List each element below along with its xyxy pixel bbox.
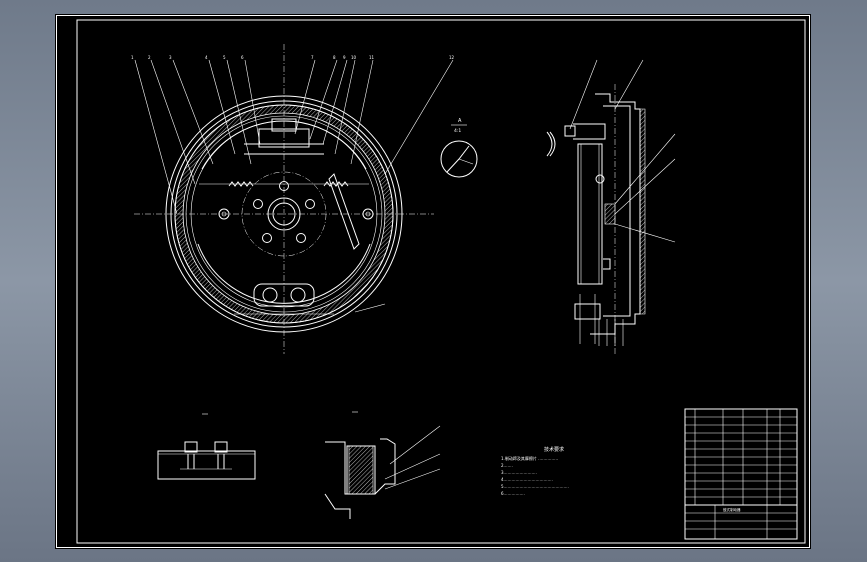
note-line-6: 6.……………: [501, 491, 525, 496]
svg-text:12: 12: [449, 55, 455, 60]
title-block: 鼓式制动器: [685, 505, 797, 539]
svg-text:7: 7: [311, 55, 314, 60]
note-line-2: 2.……: [501, 463, 513, 468]
notes-title: 技术要求: [544, 446, 564, 453]
note-line-1: 1.制动蹄及其摩擦片 ……………: [501, 455, 558, 461]
parts-list: [684, 408, 798, 540]
svg-text:5: 5: [223, 55, 226, 60]
inner-border: [76, 19, 806, 544]
svg-text:8: 8: [333, 55, 336, 60]
svg-text:2: 2: [148, 55, 151, 60]
detail-rivet: [157, 413, 256, 480]
detail-circle: A 4:1: [440, 118, 478, 178]
svg-text:3: 3: [169, 55, 172, 60]
front-view-leaders: [134, 59, 454, 313]
cad-drawing: 1 2 3 4 5 6 7 8 9 10 11 12 A 4:1: [56, 15, 810, 548]
svg-text:1: 1: [131, 55, 134, 60]
drawing-name: 鼓式制动器: [723, 507, 741, 512]
svg-text:9: 9: [343, 55, 346, 60]
side-view-leaders: [569, 59, 676, 346]
front-view: [134, 44, 434, 354]
section-marker: A: [458, 118, 462, 124]
technical-notes: 技术要求 1.制动蹄及其摩擦片 …………… 2.…… 3.…………………… 4.…: [501, 446, 569, 496]
svg-text:6: 6: [241, 55, 244, 60]
note-line-4: 4.………………………………: [501, 477, 553, 482]
side-section-view: [546, 84, 646, 354]
svg-text:11: 11: [369, 55, 375, 60]
note-line-3: 3.……………………: [501, 470, 537, 475]
front-view-label-dots: 1 2 3 4 5 6 7 8 9 10 11 12: [131, 55, 455, 60]
outer-border: [56, 15, 810, 548]
svg-text:10: 10: [351, 55, 357, 60]
note-line-5: 5.…………………………………………: [501, 484, 569, 489]
svg-text:4: 4: [205, 55, 208, 60]
detail-scale: 4:1: [454, 128, 461, 134]
drawing-sheet: 1 2 3 4 5 6 7 8 9 10 11 12 A 4:1: [55, 14, 811, 549]
detail-cross-section: [324, 411, 441, 519]
